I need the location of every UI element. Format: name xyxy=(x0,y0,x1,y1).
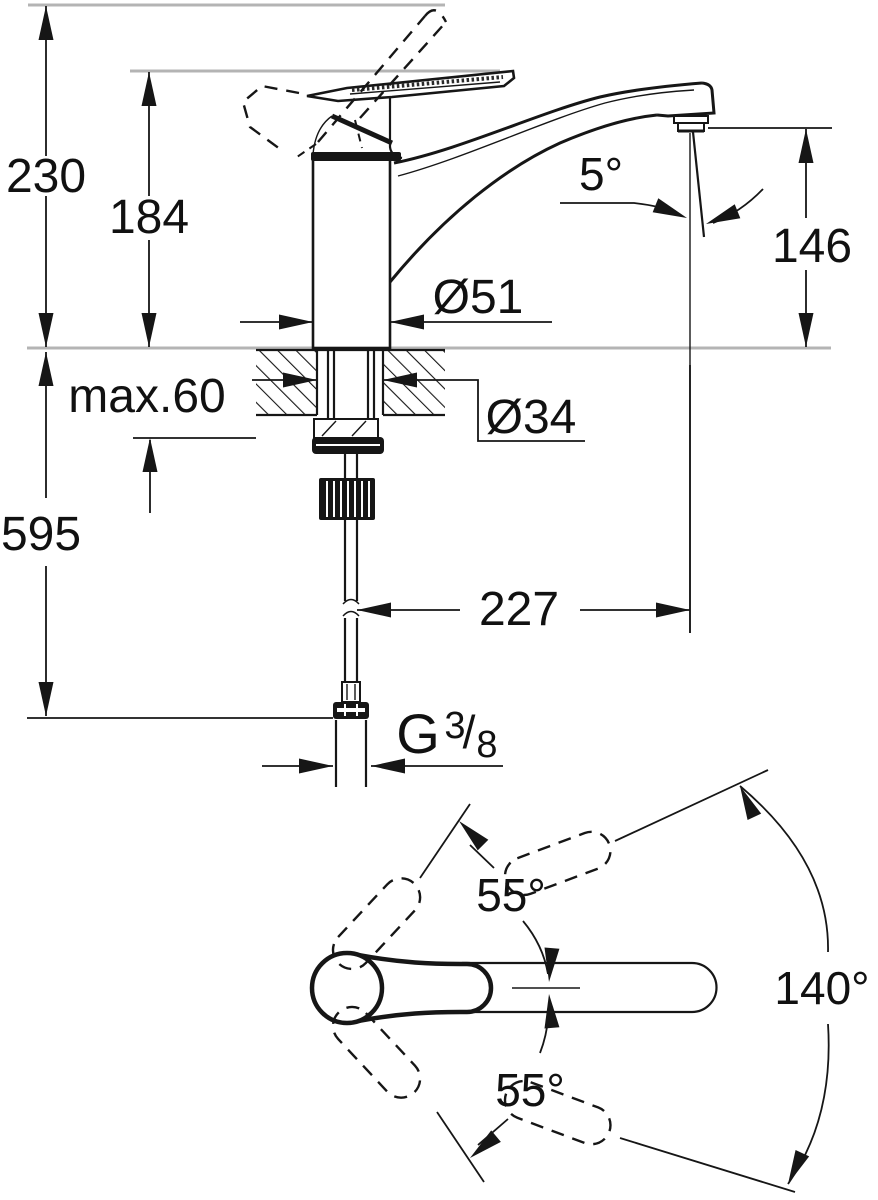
dim-hole-diameter-label: Ø34 xyxy=(486,391,577,444)
faucet-body xyxy=(311,152,401,350)
thread-letter: G xyxy=(396,702,440,765)
swivel-range-label: 140° xyxy=(774,962,869,1014)
dim-spout-reach-label: 227 xyxy=(479,583,559,636)
thread-numerator: 3 xyxy=(444,705,465,747)
thread-slash: / xyxy=(463,706,476,758)
dim-max-deck-label: max.60 xyxy=(68,370,225,423)
top-view-swivel-diagram: 55° 55° 140° xyxy=(309,769,870,1193)
water-stream-lines xyxy=(689,131,706,633)
thread-size-label: G 3 / 8 xyxy=(396,702,497,766)
dimension-labels: 230 184 595 146 5° Ø51 max.60 Ø34 227 G … xyxy=(1,148,852,766)
lever-raised-dashed xyxy=(241,9,448,160)
dim-total-height-label: 230 xyxy=(6,150,86,203)
mounting-hardware xyxy=(312,350,384,520)
thread-denominator: 8 xyxy=(476,724,497,766)
dim-body-diameter-label: Ø51 xyxy=(433,271,524,324)
dimension-lines xyxy=(27,6,832,774)
dim-stream-angle-label: 5° xyxy=(579,148,623,200)
reference-lines xyxy=(27,3,831,350)
dim-installation-depth-label: 595 xyxy=(1,508,81,561)
dim-lever-height-label: 184 xyxy=(109,191,189,244)
lever-handle xyxy=(306,69,516,160)
swing-angle-lower-label: 55° xyxy=(495,1064,565,1116)
supply-pipe xyxy=(333,520,369,787)
dim-outlet-height-label: 146 xyxy=(772,220,852,273)
faucet-spout xyxy=(388,81,716,283)
swing-angle-upper-label: 55° xyxy=(476,869,546,921)
